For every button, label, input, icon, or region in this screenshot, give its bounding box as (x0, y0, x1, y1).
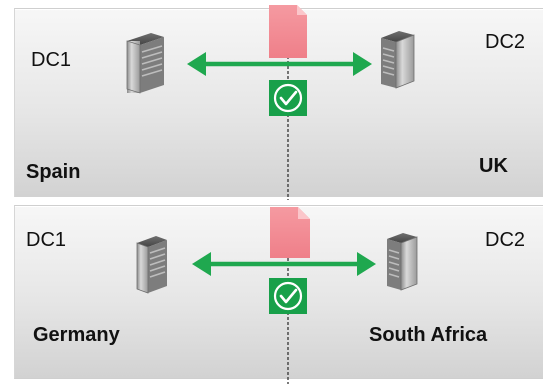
server-icon (387, 233, 418, 291)
double-arrow-icon (187, 52, 372, 76)
server-icon (126, 33, 164, 94)
document-icon (270, 207, 310, 258)
dc1-label: DC1 (31, 49, 72, 71)
document-icon (269, 5, 307, 58)
server-icon (381, 31, 415, 89)
dc2-label: DC2 (485, 31, 526, 53)
country-label-south-africa: South Africa (369, 324, 488, 346)
country-label-germany: Germany (33, 324, 120, 346)
country-label-uk: UK (479, 155, 508, 177)
dc1-label: DC1 (26, 229, 67, 251)
server-icon (136, 236, 167, 294)
dc2-label: DC2 (485, 229, 526, 251)
check-icon (269, 278, 307, 314)
check-icon (269, 80, 307, 116)
country-label-spain: Spain (26, 161, 81, 183)
double-arrow-icon (192, 252, 376, 276)
